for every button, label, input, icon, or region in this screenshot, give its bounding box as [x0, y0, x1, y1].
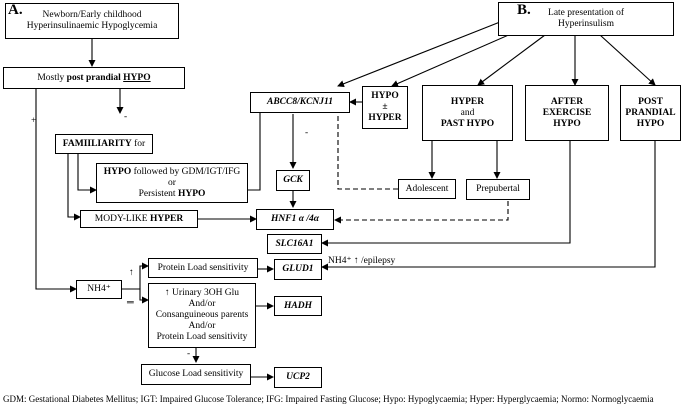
gene-gck-label: GCK — [283, 175, 303, 185]
hypo-hyper-line3: HYPER — [368, 113, 402, 123]
familiarity-box: FAMIILIARITY for — [55, 134, 153, 154]
mostly-bold: post prandial — [66, 72, 124, 83]
panel-a-title-box: Newborn/Early childhood Hyperinsulinaemi… — [5, 3, 179, 39]
familiarity-rest: for — [131, 138, 146, 149]
mostly-post-prandial-box: Mostly post prandial HYPO — [3, 67, 185, 89]
gene-abcc8-label: ABCC8/KCNJ11 — [267, 97, 333, 107]
hypo-followed-box: HYPO followed by GDM/IGT/IFG or Persiste… — [96, 163, 248, 203]
prepubertal-box: Prepubertal — [466, 179, 530, 200]
equal-sign: ═ — [127, 298, 134, 308]
protein-load-box: Protein Load sensitivity — [148, 258, 258, 278]
abcc8-minus-sign: - — [305, 128, 309, 138]
after-ex-line1: AFTER — [550, 96, 584, 107]
hypo-hyper-line2: ± — [382, 102, 388, 112]
nh4-label: NH4⁺ — [87, 284, 111, 294]
gene-slc16a1-label: SLC16A1 — [275, 238, 314, 249]
urinary-line5: Protein Load sensitivity — [156, 332, 248, 342]
panel-b-letter: B. — [517, 2, 531, 18]
persistent-label: Persistent — [138, 188, 178, 199]
gene-abcc8: ABCC8/KCNJ11 — [250, 92, 350, 113]
glucose-load-box: Glucose Load sensitivity — [141, 364, 251, 385]
panel-a-letter: A. — [8, 2, 23, 18]
hyper-past-line3: PAST HYPO — [440, 118, 495, 129]
hyper-past-line2: and — [460, 107, 475, 118]
urinary-line2: And/or — [188, 299, 216, 309]
protein-load-label: Protein Load sensitivity — [157, 262, 249, 273]
gene-glud1: GLUD1 — [274, 259, 322, 280]
after-ex-line2: EXERCISE — [542, 107, 592, 118]
after-exercise-box: AFTER EXERCISE HYPO — [525, 85, 609, 141]
urinary-box: ↑ Urinary 3OH Glu And/or Consanguineous … — [148, 283, 256, 348]
urinary-line1: ↑ Urinary 3OH Glu — [164, 288, 240, 298]
post-prandial-line2: PRANDIAL — [625, 107, 676, 118]
adolescent-box: Adolescent — [398, 179, 456, 199]
urinary-line3: Consanguineous parents — [155, 310, 249, 320]
post-prandial-line3: HYPO — [636, 118, 665, 129]
panel-b-title-line2: Hyperinsulism — [558, 19, 614, 29]
up-sign: ↑ — [129, 268, 134, 278]
gene-slc16a1: SLC16A1 — [267, 234, 322, 254]
hypo-followed-bold: HYPO — [103, 166, 132, 177]
post-prandial-box: POST PRANDIAL HYPO — [620, 85, 681, 141]
gene-gck: GCK — [276, 170, 310, 191]
mody-prefix: MODY-LIKE — [94, 213, 150, 224]
nh4-box: NH4⁺ — [76, 280, 122, 299]
gene-hadh-label: HADH — [284, 300, 312, 311]
minus-sign-glucose: - — [187, 349, 191, 359]
adolescent-label: Adolescent — [405, 183, 449, 194]
footnote: GDM: Gestational Diabetes Mellitus; IGT:… — [3, 394, 654, 404]
mody-like-box: MODY-LIKE HYPER — [80, 210, 198, 228]
panel-a-title-line2: Hyperinsulinaemic Hypoglycemia — [26, 21, 158, 31]
urinary-line4: And/or — [188, 321, 216, 331]
gene-hadh: HADH — [274, 296, 322, 316]
mody-hyper: HYPER — [149, 213, 184, 224]
minus-sign: - — [124, 112, 128, 122]
after-ex-line3: HYPO — [553, 118, 581, 129]
post-prandial-line1: POST — [638, 96, 663, 107]
panel-b-title-line1: Late presentation of — [548, 8, 624, 18]
familiarity-bold: FAMIILIARITY — [62, 138, 132, 149]
or-label: or — [168, 177, 176, 188]
hypo-hyper-line1: HYPO — [371, 91, 399, 101]
gene-hnf1-label: HNF1 α /4α — [271, 214, 319, 224]
plus-sign: + — [31, 116, 37, 126]
nh4-epilepsy-label: NH4⁺ ↑ /epilepsy — [328, 256, 396, 266]
gene-ucp2: UCP2 — [274, 367, 322, 388]
hyper-past-hypo-box: HYPER and PAST HYPO — [422, 85, 513, 141]
panel-b-title-box: Late presentation of Hyperinsulism — [498, 2, 674, 36]
hypo-followed-rest: followed by GDM/IGT/IFG — [131, 166, 241, 177]
panel-a-title-line1: Newborn/Early childhood — [42, 10, 142, 20]
gene-ucp2-label: UCP2 — [286, 372, 310, 382]
gene-hnf1: HNF1 α /4α — [256, 209, 334, 230]
mostly-prefix: Mostly — [37, 72, 67, 83]
hyper-past-line1: HYPER — [450, 96, 485, 107]
gene-glud1-label: GLUD1 — [282, 264, 314, 274]
glucose-load-label: Glucose Load sensitivity — [148, 369, 244, 379]
persistent-hypo: HYPO — [177, 188, 206, 199]
hypo-hyper-box: HYPO ± HYPER — [362, 86, 408, 129]
mostly-hypo: HYPO — [123, 72, 151, 83]
prepubertal-label: Prepubertal — [476, 184, 520, 194]
